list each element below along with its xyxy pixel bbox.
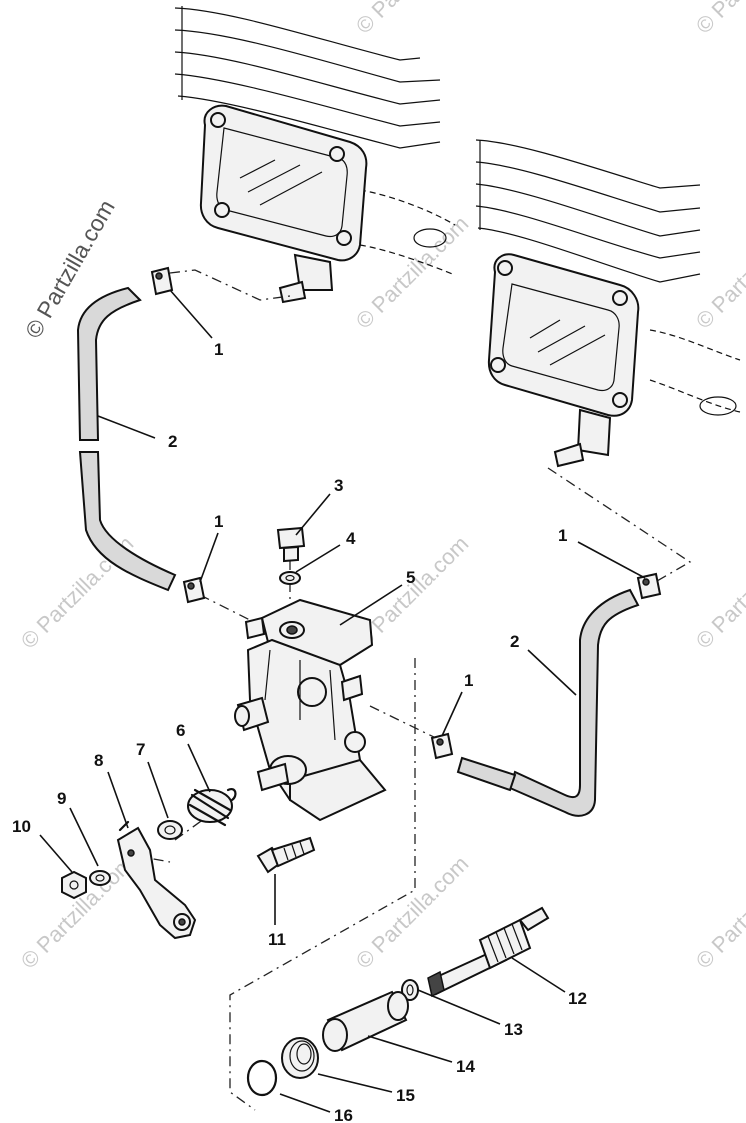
callout-11: 11 — [268, 930, 286, 949]
bolt-11 — [256, 836, 316, 874]
callout-1: 1 — [558, 526, 567, 545]
lever-8 — [116, 820, 197, 940]
callout-3: 3 — [334, 476, 343, 495]
callout-13: 13 — [504, 1020, 523, 1039]
watermark-tile: © Partzilla.com — [691, 531, 746, 654]
clamp-1c — [636, 572, 662, 600]
spring-6 — [187, 788, 237, 827]
watermark-tile: © Partzilla.com — [691, 851, 746, 974]
callout-9: 9 — [57, 789, 66, 808]
callout-1: 1 — [464, 671, 473, 690]
drive-shaft-12 — [427, 906, 550, 998]
callout-10: 10 — [12, 817, 31, 836]
watermark-tile: © Partzilla.com — [351, 851, 474, 974]
o-ring-16 — [246, 1059, 278, 1097]
watermark-tile: © Partzilla.com — [351, 0, 474, 39]
washer-9 — [89, 870, 111, 886]
leader-lines — [39, 289, 646, 1113]
clamp-1a — [150, 266, 174, 296]
banjo-bolt-3 — [276, 526, 306, 563]
watermark-tile: © Partzilla.com — [691, 0, 746, 39]
callout-15: 15 — [396, 1086, 415, 1105]
callout-6: 6 — [176, 721, 185, 740]
oil-pump — [234, 598, 387, 822]
hose-right — [456, 588, 640, 817]
nut-10 — [61, 870, 87, 900]
sleeve-14 — [322, 990, 409, 1052]
clamp-1d — [430, 732, 454, 760]
washer-7 — [157, 820, 183, 840]
watermark-tile: © Partzilla.com — [691, 211, 746, 334]
callout-12: 12 — [568, 989, 587, 1008]
callout-1: 1 — [214, 340, 223, 359]
clamp-1b — [182, 576, 206, 604]
callouts: 1 2 1 3 4 5 1 2 1 6 7 8 9 10 11 12 13 14… — [12, 340, 587, 1123]
callout-16: 16 — [334, 1106, 353, 1123]
callout-2: 2 — [510, 632, 519, 651]
callout-4: 4 — [346, 529, 356, 548]
left-cylinder — [174, 6, 456, 304]
watermark-tile: © Partzilla.com — [351, 211, 474, 334]
watermark-tiles: © Partzilla.com © Partzilla.com © Partzi… — [16, 0, 746, 974]
hose-left — [76, 286, 177, 592]
callout-1: 1 — [214, 512, 223, 531]
washer-4 — [279, 571, 301, 585]
callout-5: 5 — [406, 568, 415, 587]
spring-15 — [281, 1037, 319, 1079]
callout-2: 2 — [168, 432, 177, 451]
watermark-tile: © Partzilla.com — [16, 851, 139, 974]
callout-8: 8 — [94, 751, 103, 770]
callout-14: 14 — [456, 1057, 475, 1076]
callout-7: 7 — [136, 740, 145, 759]
right-cylinder — [475, 139, 741, 468]
